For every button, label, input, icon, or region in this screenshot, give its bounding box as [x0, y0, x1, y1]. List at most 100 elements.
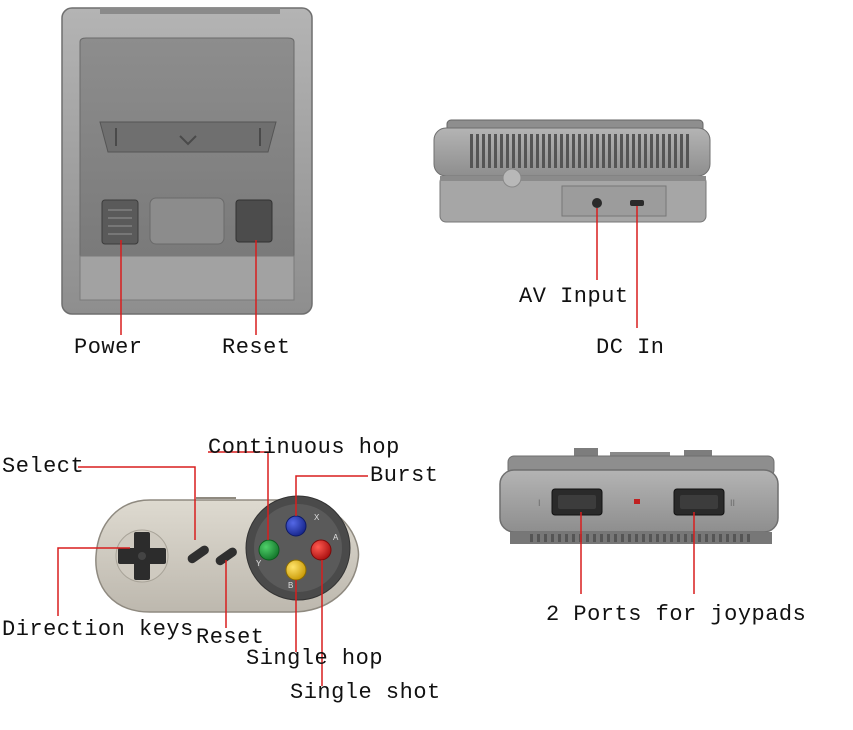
vent-slot: [578, 134, 581, 168]
vent-slot: [602, 134, 605, 168]
b-letter: B: [288, 581, 293, 590]
y-button: [258, 539, 280, 561]
power-switch: [101, 199, 139, 245]
bottom-vent-slot: [705, 534, 708, 542]
bottom-vent-slot: [621, 534, 624, 542]
label-ports: 2 Ports for joypads: [546, 602, 807, 627]
bottom-vent-slot: [663, 534, 666, 542]
bottom-vent-slot: [649, 534, 652, 542]
a-button: [310, 539, 332, 561]
label-reset-pad: Reset: [196, 625, 265, 650]
vent-slot: [524, 134, 527, 168]
vent-slot: [500, 134, 503, 168]
vent-slot: [518, 134, 521, 168]
vent-slot: [632, 134, 635, 168]
bottom-vent-slot: [691, 534, 694, 542]
vent-slot: [584, 134, 587, 168]
a-letter: A: [333, 533, 339, 542]
console-top-view: [61, 7, 313, 335]
bottom-vent-slot: [726, 534, 729, 542]
bottom-vent-slot: [719, 534, 722, 542]
label-power: Power: [74, 335, 143, 360]
bottom-vent-slot: [614, 534, 617, 542]
bottom-vent-slot: [712, 534, 715, 542]
label-burst: Burst: [370, 463, 439, 488]
vent-slot: [560, 134, 563, 168]
vent-slot: [548, 134, 551, 168]
vent-slot: [470, 134, 473, 168]
vent-slot: [674, 134, 677, 168]
bottom-vent-slot: [607, 534, 610, 542]
label-reset-console: Reset: [222, 335, 291, 360]
console-front-view: I II: [499, 448, 779, 594]
power-led: [634, 499, 640, 504]
label-continuous-hop: Continuous hop: [208, 435, 400, 460]
y-letter: Y: [256, 559, 262, 568]
vent-slot: [494, 134, 497, 168]
reset-switch: [235, 199, 273, 243]
console-rear-view: [433, 119, 711, 328]
dpad: [115, 529, 169, 583]
bottom-vent-slot: [698, 534, 701, 542]
vent-slot: [488, 134, 491, 168]
bottom-vent-slot: [642, 534, 645, 542]
vent-slot: [530, 134, 533, 168]
vent-slot: [620, 134, 623, 168]
bottom-vent-slot: [530, 534, 533, 542]
vent-slot: [590, 134, 593, 168]
bottom-vent-slot: [593, 534, 596, 542]
vent-slot: [668, 134, 671, 168]
x-button: [285, 515, 307, 537]
vent-slot: [596, 134, 599, 168]
joypad-port-2: [673, 488, 725, 516]
bottom-vent-slot: [537, 534, 540, 542]
vent-slot: [644, 134, 647, 168]
vent-slot: [662, 134, 665, 168]
bottom-vent-slot: [544, 534, 547, 542]
vent-slot: [680, 134, 683, 168]
start-button: [215, 547, 237, 566]
bottom-vent-slot: [740, 534, 743, 542]
port-numeral-1: I: [538, 498, 541, 508]
bottom-vent-slot: [600, 534, 603, 542]
bottom-vent-slot: [586, 534, 589, 542]
label-direction-keys: Direction keys: [2, 617, 194, 642]
vent-slot: [686, 134, 689, 168]
joypad-port-1: [551, 488, 603, 516]
vent-slot: [656, 134, 659, 168]
bottom-vent-slot: [656, 534, 659, 542]
vent-slot: [626, 134, 629, 168]
label-select: Select: [2, 454, 85, 479]
controller: X Y A B: [57, 451, 368, 686]
bottom-vent-slot: [558, 534, 561, 542]
vent-slot: [572, 134, 575, 168]
vent-slot: [614, 134, 617, 168]
dc-port: [630, 200, 644, 206]
vent-slot: [566, 134, 569, 168]
bottom-vent-slot: [551, 534, 554, 542]
vent-slot: [482, 134, 485, 168]
b-button: [285, 559, 307, 581]
bottom-vent-slot: [733, 534, 736, 542]
vent-grille: [470, 134, 689, 168]
vent-slot: [476, 134, 479, 168]
bottom-vent-slot: [747, 534, 750, 542]
av-port: [592, 198, 602, 208]
label-dc-in: DC In: [596, 335, 665, 360]
vent-slot: [608, 134, 611, 168]
x-letter: X: [314, 513, 320, 522]
bottom-vent-slot: [684, 534, 687, 542]
bottom-vent-slot: [635, 534, 638, 542]
vent-slot: [554, 134, 557, 168]
vent-slot: [512, 134, 515, 168]
bottom-vent-slot: [565, 534, 568, 542]
vent-slot: [536, 134, 539, 168]
vent-slot: [638, 134, 641, 168]
bottom-vent-slot: [628, 534, 631, 542]
port-numeral-2: II: [730, 498, 735, 508]
select-button: [187, 545, 209, 564]
label-av-input: AV Input: [519, 284, 629, 309]
bottom-vent-slot: [670, 534, 673, 542]
